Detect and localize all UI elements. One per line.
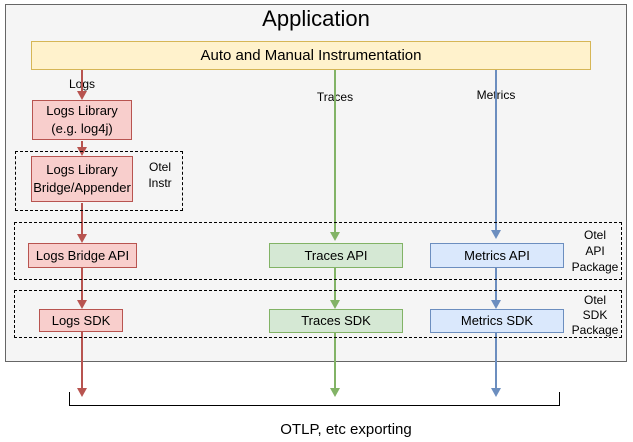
- logs-arrow-1-line: [81, 70, 83, 92]
- traces-api-box: Traces API: [269, 243, 403, 268]
- metrics-arrow-1-head-icon: [491, 230, 501, 239]
- logs-bridge-appender-box: Logs Library Bridge/Appender: [31, 156, 133, 202]
- metrics-api-box: Metrics API: [430, 243, 564, 268]
- logs-arrow-5-head-icon: [77, 388, 87, 397]
- metrics-api-label: Metrics API: [464, 247, 530, 263]
- traces-arrow-1-line: [334, 70, 336, 233]
- metrics-sdk-box: Metrics SDK: [430, 309, 564, 333]
- otel-sdk-package-label-line2: SDK: [582, 308, 608, 322]
- metrics-arrow-2-head-icon: [491, 300, 501, 309]
- otel-instr-label-line2: Instr: [148, 176, 172, 190]
- traces-sdk-box: Traces SDK: [269, 309, 403, 333]
- metrics-arrow-1-line: [495, 70, 497, 231]
- otel-api-package-label-line1: Otel: [583, 228, 606, 242]
- logs-bridge-api-label: Logs Bridge API: [35, 247, 130, 263]
- logs-bridge-api-box: Logs Bridge API: [28, 243, 137, 268]
- instrumentation-box: Auto and Manual Instrumentation: [31, 41, 591, 70]
- logs-bridge-appender-line2: Bridge/Appender: [33, 180, 131, 195]
- metrics-arrow-3-line: [495, 333, 497, 389]
- traces-arrow-2-head-icon: [330, 300, 340, 309]
- logs-library-line1: Logs Library: [46, 103, 118, 118]
- application-title: Application: [262, 6, 370, 31]
- logs-arrow-5-line: [81, 332, 83, 389]
- traces-arrow-3-line: [334, 333, 336, 389]
- otel-sdk-package-label-line1: Otel: [583, 293, 606, 307]
- otel-instr-group: [15, 151, 183, 211]
- otel-api-package-group: [14, 222, 622, 280]
- traces-sdk-label: Traces SDK: [301, 313, 371, 328]
- otel-sdk-package-label-line3: Package: [571, 323, 619, 337]
- otel-sdk-package-label: Otel SDK Package: [570, 293, 620, 338]
- logs-arrow-1-head-icon: [77, 91, 87, 100]
- logs-arrow-3-line: [81, 203, 83, 235]
- logs-arrow-4-line: [81, 268, 83, 301]
- traces-arrow-3-head-icon: [330, 388, 340, 397]
- instrumentation-label: Auto and Manual Instrumentation: [200, 46, 422, 64]
- otel-api-package-label: Otel API Package: [570, 227, 620, 275]
- logs-arrow-4-head-icon: [77, 300, 87, 309]
- otel-instr-label: Otel Instr: [138, 159, 182, 191]
- logs-library-line2: (e.g. log4j): [51, 121, 113, 136]
- logs-arrow-2-line: [81, 141, 83, 148]
- logs-library-box: Logs Library (e.g. log4j): [32, 100, 132, 140]
- logs-sdk-box: Logs SDK: [39, 309, 123, 332]
- export-bracket: [69, 392, 560, 406]
- otel-sdk-package-group: [14, 290, 622, 338]
- export-label: OTLP, etc exporting: [280, 421, 412, 438]
- logs-arrow-3-head-icon: [77, 234, 87, 243]
- traces-api-label: Traces API: [304, 247, 368, 263]
- otel-instr-label-line1: Otel: [148, 160, 171, 174]
- logs-bridge-appender-line1: Logs Library: [46, 162, 118, 177]
- logs-sdk-label: Logs SDK: [51, 312, 111, 328]
- traces-arrow-2-line: [334, 268, 336, 301]
- otel-api-package-label-line2: API: [585, 244, 605, 258]
- metrics-sdk-label: Metrics SDK: [460, 313, 534, 328]
- metrics-arrow-2-line: [495, 268, 497, 301]
- otel-api-package-label-line3: Package: [571, 260, 619, 274]
- metrics-arrow-3-head-icon: [491, 388, 501, 397]
- traces-arrow-1-head-icon: [330, 232, 340, 241]
